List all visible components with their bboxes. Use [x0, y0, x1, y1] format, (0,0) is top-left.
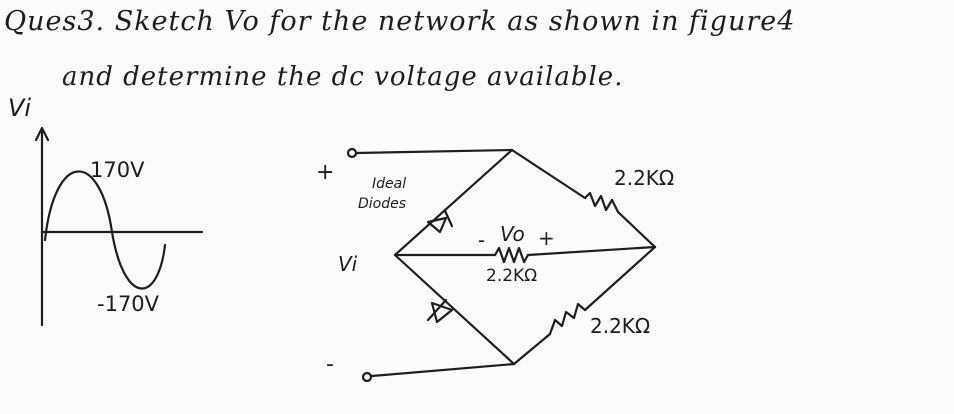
middle-wire-b — [526, 245, 657, 257]
middle-resistor-label: 2.2KΩ — [486, 266, 538, 286]
sine-wave — [43, 170, 167, 290]
diode-note-line-1: Ideal — [372, 176, 407, 192]
question-line-2: and determine the dc voltage available. — [62, 62, 624, 92]
bridge-network — [346, 147, 657, 383]
trough-voltage-label: -170V — [97, 292, 160, 316]
upper-right-wire-a — [510, 148, 587, 200]
output-minus-label: - — [478, 228, 486, 252]
axis-arrow-icon — [34, 126, 50, 142]
upper-left-wire — [393, 148, 514, 257]
bottom-resistor-icon — [548, 302, 587, 336]
peak-voltage-label: 170V — [90, 158, 145, 182]
waveform-axes — [34, 126, 204, 327]
bottom-resistor-label: 2.2KΩ — [590, 314, 651, 338]
network-input-label: Vi — [338, 252, 358, 276]
upper-right-wire-b — [616, 210, 657, 249]
question-line-1: Ques3. Sketch Vo for the network as show… — [4, 6, 796, 37]
lower-right-wire-b — [512, 332, 552, 366]
output-voltage-label: Vo — [500, 222, 525, 246]
lower-left-wire — [393, 253, 516, 366]
minus-terminal-label: - — [326, 352, 334, 377]
top-resistor-icon — [583, 191, 620, 214]
output-plus-label: + — [538, 226, 555, 250]
diode-note-line-2: Diodes — [358, 196, 407, 212]
bottom-wire — [370, 362, 516, 378]
bottom-terminal — [361, 371, 373, 383]
top-terminal — [346, 147, 358, 159]
middle-resistor-icon — [493, 246, 530, 264]
top-wire — [355, 148, 514, 155]
plus-terminal-label: + — [316, 160, 335, 185]
vi-axis-label: Vi — [8, 94, 32, 122]
lower-diode-icon — [426, 298, 454, 324]
upper-diode-icon — [426, 209, 454, 234]
lower-right-wire-a — [583, 245, 657, 312]
top-resistor-label: 2.2KΩ — [614, 166, 675, 190]
